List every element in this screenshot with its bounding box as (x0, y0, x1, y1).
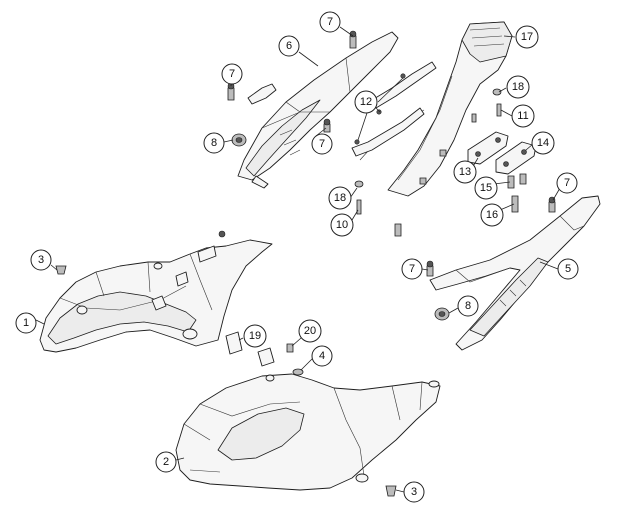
svg-text:3: 3 (38, 254, 44, 266)
callout-1: 1 (15, 312, 37, 334)
svg-text:15: 15 (480, 182, 492, 194)
svg-text:20: 20 (304, 325, 316, 337)
svg-text:8: 8 (211, 137, 217, 149)
svg-text:16: 16 (486, 209, 498, 221)
callout-7-top: 7 (319, 11, 341, 33)
svg-text:3: 3 (411, 486, 417, 498)
svg-text:7: 7 (564, 177, 570, 189)
hardware (55, 30, 556, 497)
svg-text:19: 19 (249, 330, 261, 342)
callouts: 7 6 7 8 7 17 18 12 11 14 13 15 7 18 16 1… (15, 11, 579, 503)
callout-15: 15 (474, 176, 498, 200)
callout-5: 6 (278, 35, 300, 57)
callout-11: 11 (511, 104, 535, 128)
svg-text:4: 4 (319, 350, 325, 362)
side-cover-6 (429, 195, 601, 351)
callout-7-low: 7 (401, 258, 423, 280)
side-fairing-1 (39, 239, 273, 353)
callout-4: 4 (311, 345, 333, 367)
callout-8-left: 8 (203, 132, 225, 154)
callout-3-top: 3 (30, 249, 52, 271)
callout-10: 10 (330, 213, 354, 237)
svg-text:7: 7 (319, 138, 325, 150)
svg-text:7: 7 (327, 16, 333, 28)
svg-text:11: 11 (517, 110, 528, 122)
callout-17: 17 (515, 25, 539, 49)
svg-text:8: 8 (465, 300, 471, 312)
callout-16: 16 (480, 203, 504, 227)
side-fairing-2 (175, 373, 441, 491)
rear-bracket-17 (351, 21, 513, 197)
callout-2: 2 (155, 451, 177, 473)
side-cover-5 (237, 31, 399, 189)
svg-text:12: 12 (360, 96, 372, 108)
svg-text:6: 6 (286, 40, 292, 52)
callout-13: 13 (453, 160, 477, 184)
svg-text:18: 18 (334, 192, 346, 204)
callout-18-top: 18 (506, 75, 530, 99)
svg-text:7: 7 (229, 68, 235, 80)
svg-text:13: 13 (459, 166, 471, 178)
callout-14: 14 (531, 131, 555, 155)
callout-7-left: 7 (221, 63, 243, 85)
svg-text:2: 2 (163, 456, 169, 468)
callout-8-right: 8 (457, 295, 479, 317)
svg-text:7: 7 (409, 263, 415, 275)
svg-text:5: 5 (565, 263, 571, 275)
svg-text:1: 1 (23, 317, 29, 329)
callout-6: 5 (557, 258, 579, 280)
callout-12: 12 (354, 90, 378, 114)
svg-text:10: 10 (336, 219, 348, 231)
callout-18-mid: 18 (328, 186, 352, 210)
callout-20: 20 (298, 319, 322, 343)
callout-7-mid: 7 (311, 133, 333, 155)
svg-text:14: 14 (537, 137, 549, 149)
svg-text:17: 17 (521, 31, 533, 43)
callout-3-bottom: 3 (403, 481, 425, 503)
callout-19: 19 (243, 324, 267, 348)
callout-7-right: 7 (556, 172, 578, 194)
svg-text:18: 18 (512, 81, 524, 93)
